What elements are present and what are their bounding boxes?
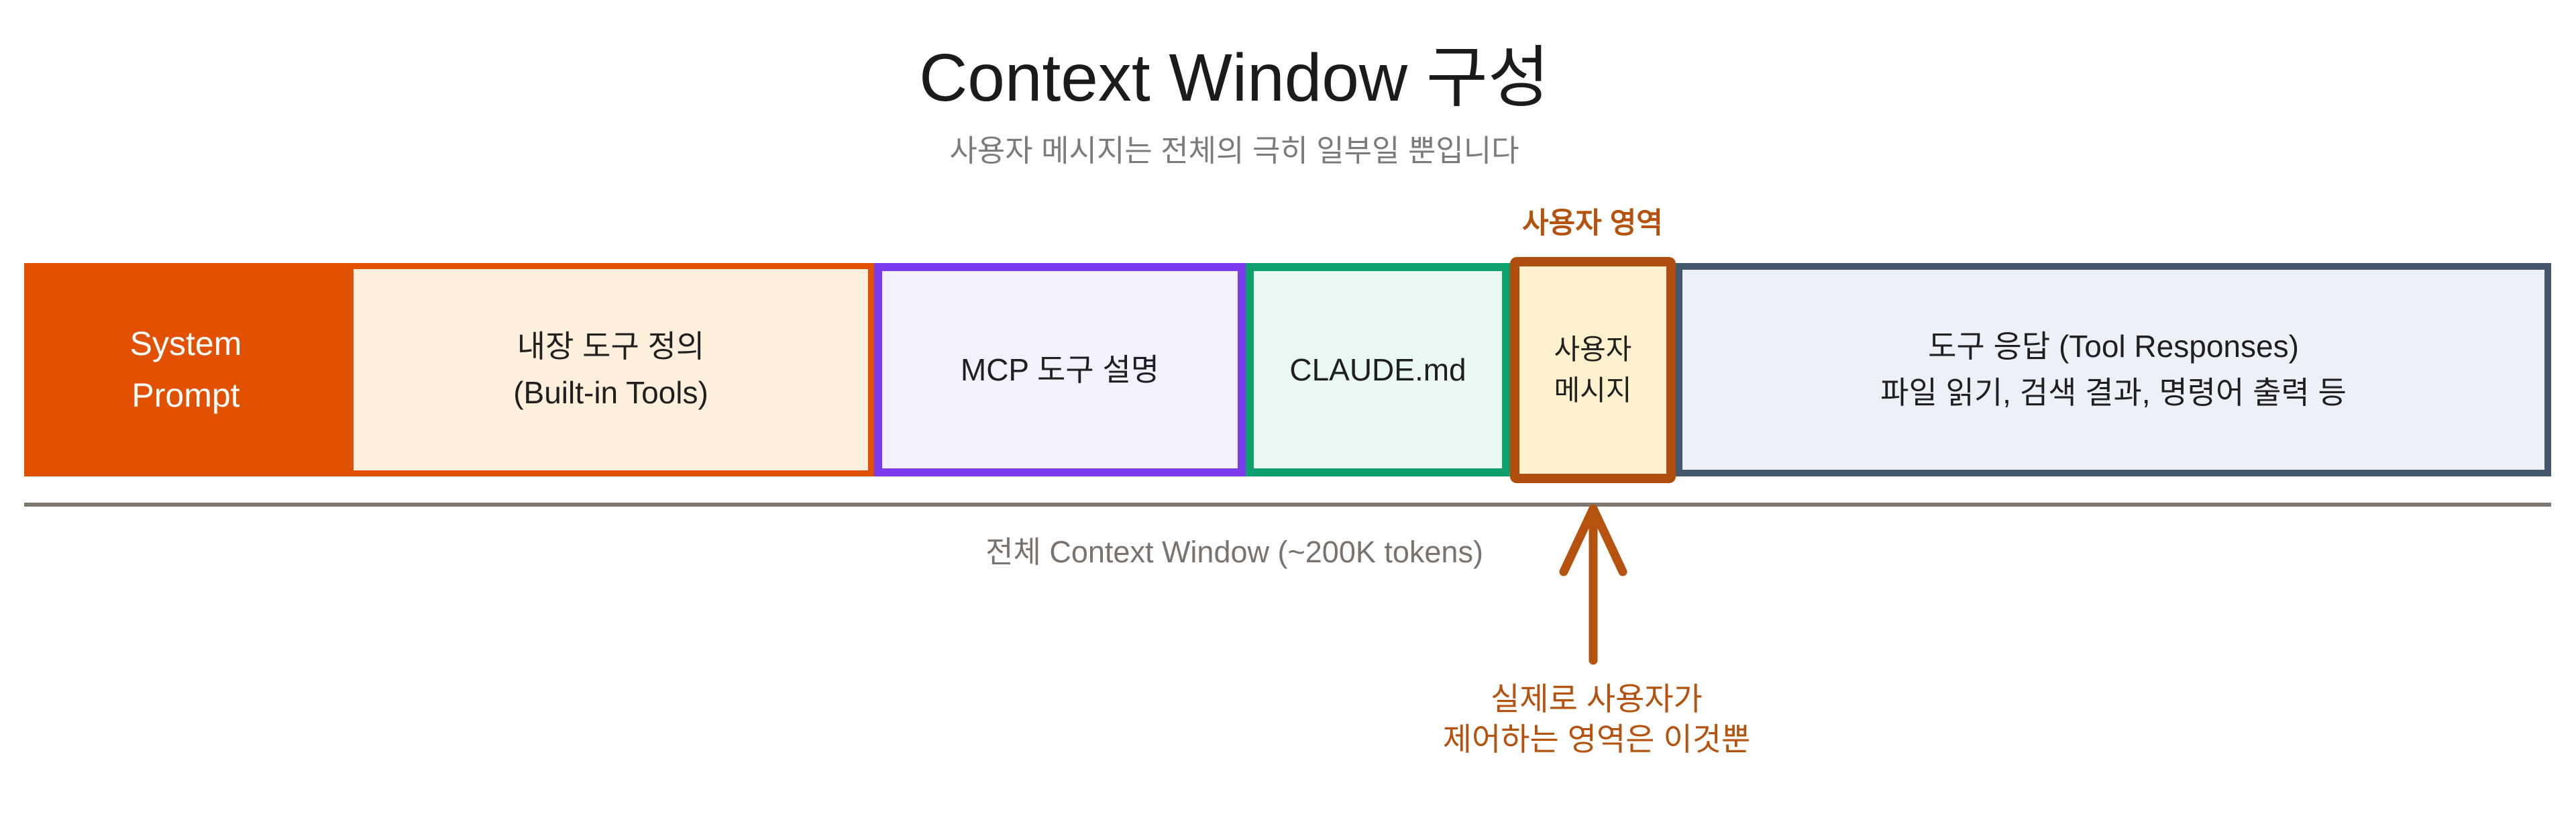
user-area-label: 사용자 영역 <box>1522 207 1663 240</box>
segment-label: (Built-in Tools) <box>513 375 708 410</box>
segment-label: 메시지 <box>1554 374 1632 406</box>
context-window-baseline <box>24 503 2551 507</box>
segment-label: 사용자 <box>1554 333 1632 365</box>
segment-label: 내장 도구 정의 <box>517 329 705 364</box>
callout-line: 실제로 사용자가 <box>1491 681 1703 717</box>
context-window-bar: System Prompt 내장 도구 정의 (Built-in Tools) … <box>24 257 2551 483</box>
segment-system-prompt: System Prompt <box>24 263 347 476</box>
baseline-caption: 전체 Context Window (~200K tokens) <box>985 535 1483 569</box>
segment-user-message: 사용자 메시지 <box>1510 257 1676 483</box>
segment-label: MCP 도구 설명 <box>960 352 1160 387</box>
segment-mcp-tools: MCP 도구 설명 <box>874 263 1246 476</box>
segment-tool-responses: 도구 응답 (Tool Responses) 파일 읽기, 검색 결과, 명령어… <box>1676 263 2551 476</box>
up-arrow-icon <box>1543 504 1644 666</box>
segment-built-in-tools: 내장 도구 정의 (Built-in Tools) <box>347 263 874 476</box>
segment-label: 파일 읽기, 검색 결과, 명령어 출력 등 <box>1880 375 2347 410</box>
page-title: Context Window 구성 <box>919 40 1550 115</box>
segment-label: Prompt <box>131 376 240 414</box>
callout-line: 제어하는 영역은 이것뿐 <box>1442 721 1751 758</box>
segment-claude-md: CLAUDE.md <box>1246 263 1510 476</box>
segment-label: 도구 응답 (Tool Responses) <box>1928 329 2299 364</box>
segment-label: CLAUDE.md <box>1289 352 1466 387</box>
callout-text: 실제로 사용자가 제어하는 영역은 이것뿐 <box>1395 679 1798 760</box>
segment-label: System <box>129 324 242 362</box>
page-subtitle: 사용자 메시지는 전체의 극히 일부일 뿐입니다 <box>949 134 1519 168</box>
